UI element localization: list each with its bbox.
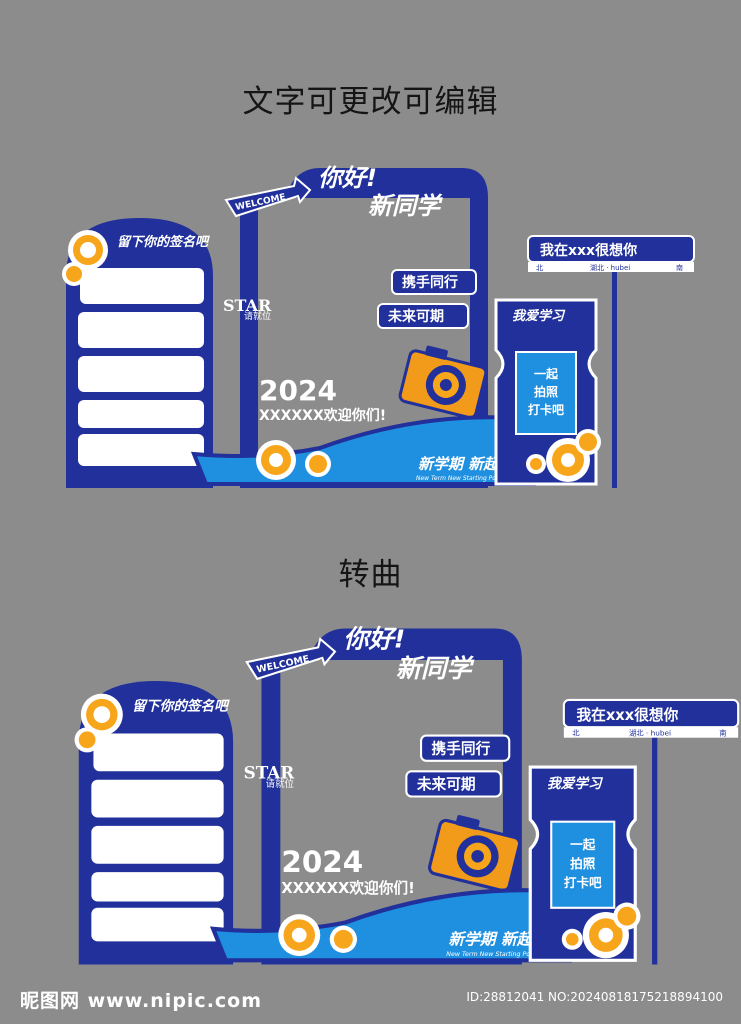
star-label: STAR	[223, 296, 272, 315]
flower-icon	[575, 429, 601, 455]
camera-icon	[427, 815, 522, 893]
hand-in-hand-tag	[419, 734, 511, 762]
photo-line-3: 打卡吧	[528, 402, 564, 417]
hello-title: 你好!	[343, 624, 405, 653]
photo-wall-design-editable: 留下你的签名吧 WELCOME 你好! 新同学 携手同行 未来可期 STAR 请…	[0, 158, 741, 488]
hand-in-hand-tag	[391, 269, 477, 295]
photo-line-3: 打卡吧	[564, 875, 602, 890]
slogan-english: New Term New Starting Point	[446, 950, 539, 958]
future-tag	[405, 770, 502, 798]
photo-line-1: 一起	[570, 837, 596, 852]
photo-line-2: 拍照	[534, 384, 558, 399]
signature-slot	[78, 434, 204, 466]
hand-in-hand-label: 携手同行	[402, 274, 458, 291]
signature-slot	[78, 356, 204, 392]
caption-outlined: 转曲	[338, 557, 403, 593]
signature-slot	[91, 872, 224, 902]
photo-wall-design-outlined: 留下你的签名吧 WELCOME 你好! 新同学 携手同行	[0, 618, 741, 965]
new-classmate-title: 新同学	[396, 654, 475, 683]
photo-line-2: 拍照	[570, 856, 596, 871]
new-classmate-title: 新同学	[368, 192, 443, 220]
watermark-footer: 昵图网 www.nipic.com ID:28812041 NO:2024081…	[0, 980, 741, 1024]
road-north: 北	[536, 264, 543, 272]
photo-card	[550, 820, 616, 909]
flower-icon	[62, 262, 86, 286]
signature-slot	[80, 268, 204, 304]
signature-slot	[91, 907, 224, 942]
signature-title: 留下你的签名吧	[132, 698, 230, 714]
flower-icon	[561, 928, 583, 950]
road-middle: 湖北 · hubei	[629, 729, 671, 738]
take-seat-label: 请就位	[266, 778, 295, 790]
signature-slot	[91, 779, 224, 818]
signature-title: 留下你的签名吧	[117, 234, 210, 250]
miss-you-label: 我在xxx很想你	[540, 242, 637, 259]
road-middle: 湖北 · hubei	[590, 263, 630, 272]
welcome-line: XXXXXX欢迎你们!	[281, 879, 414, 897]
flower-icon	[305, 451, 331, 477]
miss-you-label: 我在xxx很想你	[576, 706, 678, 724]
flower-icon	[74, 727, 100, 753]
road-south: 南	[676, 263, 683, 272]
flower-icon	[256, 440, 296, 480]
flower-icon	[68, 230, 108, 270]
flower-icon	[278, 914, 321, 957]
flower-icon	[329, 925, 357, 953]
site-brand: 昵图网 www.nipic.com	[20, 990, 263, 1012]
welcome-arrow	[245, 637, 337, 681]
hello-title: 你好!	[318, 164, 377, 192]
signature-slot	[93, 733, 224, 772]
photo-wall-art: 留下你的签名吧 WELCOME 你好! 新同学 携手同行 未来可期 STAR 请…	[62, 164, 695, 488]
slogan-english: New Term New Starting Point	[416, 475, 504, 482]
take-seat-label: 请就位	[244, 310, 271, 322]
sign-post	[652, 723, 658, 965]
future-label: 未来可期	[388, 308, 444, 325]
sign-post	[612, 258, 617, 488]
flower-icon	[526, 454, 546, 474]
signature-slot	[78, 312, 204, 348]
image-id: ID:28812041 NO:20240818175218894100	[466, 990, 723, 1004]
signature-slot	[78, 400, 204, 428]
camera-icon	[398, 345, 488, 420]
love-study-label: 我爱学习	[547, 776, 604, 792]
welcome-arrow	[224, 176, 312, 218]
road-strip	[528, 262, 694, 272]
future-tag	[377, 303, 469, 329]
caption-editable: 文字可更改可编辑	[242, 84, 499, 120]
road-north: 北	[572, 729, 580, 738]
welcome-line: XXXXXX欢迎你们!	[259, 407, 386, 424]
signature-slot	[91, 825, 224, 864]
photo-card	[515, 351, 577, 435]
love-study-label: 我爱学习	[512, 308, 566, 324]
year-label: 2024	[259, 374, 337, 407]
flower-icon	[80, 693, 123, 736]
hand-in-hand-label: 携手同行	[432, 739, 491, 757]
slogan-text: 新学期 新起点	[418, 455, 515, 473]
photo-line-1: 一起	[534, 366, 559, 381]
slogan-text: 新学期 新起点	[448, 930, 550, 949]
road-strip	[563, 727, 739, 738]
photo-wall-art: 留下你的签名吧 WELCOME 你好! 新同学 携手同行	[74, 624, 740, 965]
road-south: 南	[719, 729, 726, 738]
star-label: STAR	[244, 763, 296, 783]
year-label: 2024	[281, 845, 363, 879]
flower-icon	[613, 902, 641, 930]
future-label: 未来可期	[416, 775, 476, 793]
